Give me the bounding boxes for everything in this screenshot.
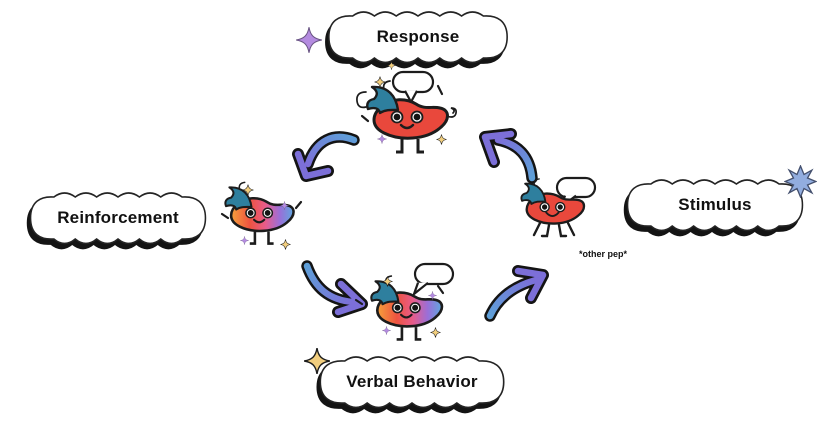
- sparkle-icon: [280, 239, 291, 250]
- arrow-response-to-reinforcement: [292, 131, 360, 182]
- action-dash: [354, 298, 364, 306]
- node-stimulus-label: Stimulus: [678, 195, 752, 214]
- pepper-character-left: [220, 181, 303, 250]
- pepper-character-top: [356, 61, 457, 154]
- node-reinforcement: Reinforcement: [15, 189, 221, 247]
- action-dash: [360, 114, 370, 123]
- sparkle-icon: [240, 236, 249, 245]
- speech-bubble: [391, 70, 435, 104]
- squiggle-left: [356, 91, 367, 109]
- sparkle-icon: [382, 326, 391, 335]
- pepper-face: [245, 207, 274, 224]
- sparkle-icon: [430, 327, 441, 338]
- pepper-stem: [366, 80, 400, 115]
- pepper-stem: [224, 181, 253, 211]
- pepper-legs: [396, 139, 424, 154]
- pepper-legs: [396, 327, 422, 341]
- pepper-stem: [370, 275, 400, 306]
- node-verbal-behavior-label: Verbal Behavior: [346, 372, 478, 391]
- node-reinforcement-label: Reinforcement: [57, 208, 179, 227]
- sparkle-icon: [436, 134, 447, 145]
- speech-bubble: [412, 262, 455, 296]
- pepper-character-bottom: [354, 262, 455, 341]
- cloud-shape: [328, 11, 508, 64]
- node-response: Response: [313, 8, 523, 66]
- pepper-face: [391, 302, 421, 319]
- pepper-legs: [532, 221, 576, 238]
- pepper-stem: [520, 178, 547, 205]
- action-dash: [436, 84, 444, 96]
- pepper-legs: [249, 231, 274, 245]
- sparkle-icon: [377, 134, 387, 144]
- blue-star-icon: [784, 165, 817, 198]
- action-dash: [294, 200, 303, 210]
- action-dash: [220, 212, 230, 220]
- cloud-shape: [319, 356, 505, 409]
- other-pep-caption: *other pep*: [578, 249, 627, 259]
- pepper-figure: [224, 181, 295, 245]
- pepper-character-right: [520, 176, 597, 238]
- node-stimulus: Stimulus: [612, 176, 818, 234]
- pepper-face: [390, 110, 424, 130]
- cloud-shape: [29, 192, 207, 245]
- pepper-figure: [366, 80, 449, 154]
- arrow-verbal-to-stimulus: [484, 265, 549, 322]
- pepper-face: [539, 201, 566, 217]
- node-verbal-behavior: Verbal Behavior: [304, 353, 520, 411]
- action-dash: [436, 284, 445, 295]
- cloud-shape: [626, 179, 804, 232]
- gold-sparkle-icon: [303, 347, 331, 375]
- purple-sparkle-icon: [295, 26, 323, 54]
- node-response-label: Response: [376, 27, 460, 46]
- pepper-figure: [370, 275, 444, 341]
- squiggle-right: [445, 107, 457, 118]
- arrow-stimulus-to-response: [479, 128, 538, 184]
- pepper-figure: [520, 178, 586, 225]
